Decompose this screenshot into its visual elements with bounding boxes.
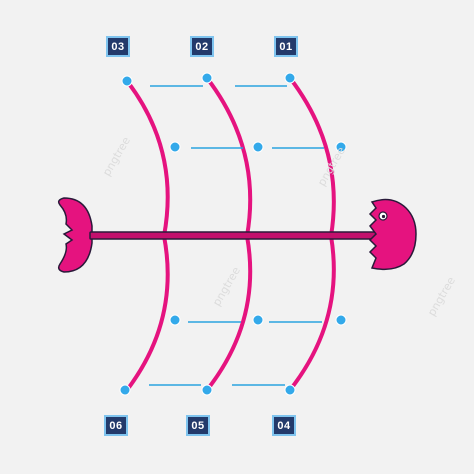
rib-01-upper [288,76,336,238]
node-dot [284,72,296,84]
node-dot [121,75,133,87]
node-dot [201,72,213,84]
node-dot [284,384,296,396]
node-dot [119,384,131,396]
badge-04: 04 [272,415,296,436]
node-dot [335,141,347,153]
badge-01: 01 [274,36,298,57]
rib-06-lower [125,234,170,392]
rib-03-upper [125,79,170,238]
node-dot [252,141,264,153]
spine [89,231,381,240]
node-dot [335,314,347,326]
node-dot [169,314,181,326]
node-dot [201,384,213,396]
badge-06: 06 [104,415,128,436]
node-dots [119,72,347,396]
fish-head [368,198,417,271]
badge-03: 03 [106,36,130,57]
fish-pupil [381,214,386,219]
badge-02: 02 [190,36,214,57]
rib-04-lower [288,234,336,392]
rib-05-lower [205,234,253,392]
node-dot [169,141,181,153]
badge-05: 05 [186,415,210,436]
node-dot [252,314,264,326]
tail-fin [57,197,93,273]
rib-02-upper [205,76,253,238]
